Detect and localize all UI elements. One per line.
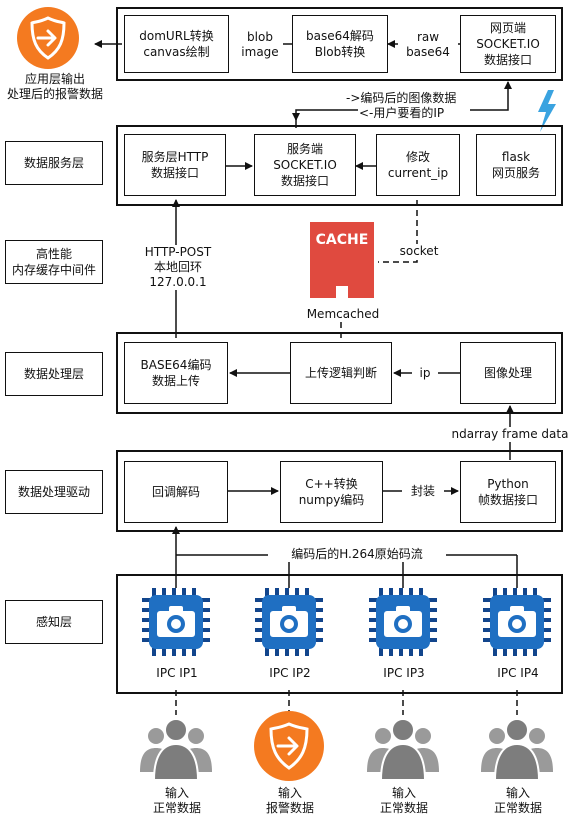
camera-ip: IP2 — [292, 666, 311, 680]
cache-caption: Memcached — [306, 307, 380, 321]
output-caption: 应用层输出 处理后的报警数据 — [6, 72, 103, 101]
layer-processing: 数据处理层 — [5, 352, 103, 396]
service-http-box: 服务层HTTP 数据接口 — [124, 134, 226, 196]
camera-chip-icon — [140, 586, 212, 658]
camera-label: IPC IP1 — [136, 666, 218, 681]
camera-ip: IP1 — [179, 666, 198, 680]
web-frame — [116, 7, 563, 81]
camera-label: IPC IP4 — [477, 666, 559, 681]
camera-ip: IP4 — [520, 666, 539, 680]
socket-label: socket — [394, 244, 444, 259]
cache-icon: CACHE — [310, 222, 374, 298]
input-label: 输入 正常数据 — [493, 786, 542, 815]
camera-chip-icon — [367, 586, 439, 658]
modify-ip-box: 修改 current_ip — [376, 134, 460, 196]
blob-label: blob image — [237, 30, 283, 60]
raw-label: raw base64 — [398, 30, 458, 60]
layer-driver: 数据处理驱动 — [5, 470, 103, 514]
upload-logic-box: 上传逻辑判断 — [290, 342, 392, 404]
frame-data-label: ndarray frame data — [446, 427, 572, 442]
callback-decode-box: 回调解码 — [124, 461, 228, 523]
http-post-label: HTTP-POST 本地回环 127.0.0.1 — [132, 245, 224, 290]
camera-ipc: IPC — [497, 666, 517, 680]
pack-label: 封装 — [402, 484, 444, 499]
exchange-down-label: ->编码后的图像数据 — [345, 91, 477, 106]
camera-label: IPC IP2 — [249, 666, 331, 681]
ip-label: ip — [412, 366, 438, 381]
python-frame-box: Python 帧数据接口 — [460, 461, 556, 523]
camera-ipc: IPC — [383, 666, 403, 680]
camera-ipc: IPC — [156, 666, 176, 680]
layer-service: 数据服务层 — [5, 141, 103, 185]
alarm-output-icon — [16, 6, 80, 70]
base64-encode-box: BASE64编码 数据上传 — [124, 342, 228, 404]
camera-ipc: IPC — [269, 666, 289, 680]
camera-label: IPC IP3 — [363, 666, 445, 681]
image-processing-box: 图像处理 — [460, 342, 556, 404]
people-icon — [363, 710, 443, 782]
exchange-up-label: <-用户要看的IP — [358, 106, 470, 121]
server-socket-box: 服务端 SOCKET.IO 数据接口 — [254, 134, 356, 196]
flask-box: flask 网页服务 — [476, 134, 556, 196]
service-frame — [116, 125, 563, 206]
driver-frame — [116, 450, 563, 532]
stream-label: 编码后的H.264原始码流 — [268, 547, 446, 562]
camera-chip-icon — [481, 586, 553, 658]
input-label: 输入 报警数据 — [265, 786, 314, 815]
people-icon — [477, 710, 557, 782]
cpp-convert-box: C++转换 numpy编码 — [280, 461, 383, 523]
lightning-icon — [538, 90, 556, 132]
people-icon — [136, 710, 216, 782]
camera-ip: IP3 — [406, 666, 425, 680]
layer-middleware: 高性能 内存缓存中间件 — [5, 240, 103, 284]
layer-sensing: 感知层 — [5, 600, 103, 644]
base64-decode-box: base64解码 Blob转换 — [292, 15, 388, 73]
processing-frame — [116, 332, 563, 414]
alarm-input-icon — [249, 710, 329, 782]
sensing-frame — [116, 574, 563, 694]
web-socket-box: 网页端 SOCKET.IO 数据接口 — [460, 15, 556, 73]
camera-chip-icon — [253, 586, 325, 658]
input-label: 输入 正常数据 — [379, 786, 428, 815]
dom-convert-box: domURL转换 canvas绘制 — [124, 15, 229, 73]
cache-text: CACHE — [315, 232, 369, 248]
input-label: 输入 正常数据 — [152, 786, 201, 815]
